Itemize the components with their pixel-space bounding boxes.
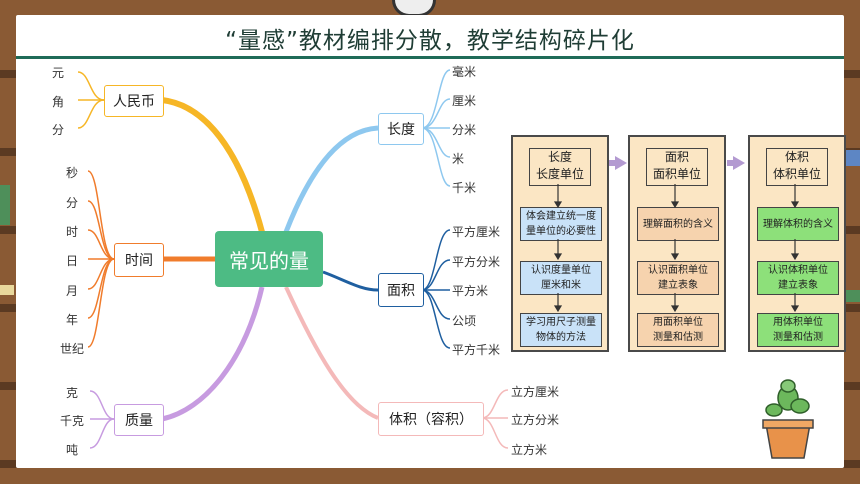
leaf-bracket-renminbi: [77, 71, 105, 129]
flow-head-line: 体积: [784, 150, 809, 164]
leaf-item: 秒: [66, 166, 79, 180]
flow-step: 理解面积的含义: [637, 207, 719, 241]
flow-head-line: 长度单位: [535, 167, 584, 181]
flow-head-line: 面积: [664, 150, 689, 164]
potted-plant-icon: [762, 379, 814, 459]
branch-node-volume: 体积（容积）: [378, 402, 484, 436]
flow-step: 用面积单位测量和估测: [637, 313, 719, 347]
branch-node-renminbi: 人民币: [104, 85, 164, 117]
leaf-item: 米: [452, 152, 465, 166]
flow-step: 认识体积单位建立表象: [757, 261, 839, 295]
page-title: “量感”教材编排分散，教学结构碎片化: [225, 27, 635, 54]
leaf-item: 立方厘米: [511, 385, 560, 399]
flow-head-line: 体积单位: [772, 167, 821, 181]
leaf-bracket-area: [421, 229, 451, 349]
flow-column-volume: 体积 体积单位 理解体积的含义 认识体积单位建立表象 用体积单位测量和估测: [748, 135, 846, 352]
leaf-item: 吨: [66, 443, 79, 457]
leaf-item: 年: [66, 313, 79, 327]
leaf-item: 分米: [452, 123, 477, 137]
leaf-item: 平方米: [452, 284, 489, 298]
flow-head-line: 长度: [547, 150, 572, 164]
flow-arrow-2-head: [733, 156, 745, 170]
leaf-item: 元: [52, 66, 65, 80]
connector-renminbi: [161, 97, 265, 233]
branch-node-mass: 质量: [114, 404, 164, 436]
leaf-item: 公顷: [452, 314, 477, 328]
branch-node-time: 时间: [114, 243, 164, 277]
leaf-item: 立方分米: [511, 413, 560, 427]
leaf-item: 分: [66, 196, 79, 210]
flow-column-length: 长度 长度单位 体会建立统一度量单位的必要性 认识度量单位厘米和米 学习用尺子测…: [511, 135, 609, 352]
flow-arrow-2: [727, 160, 735, 166]
leaf-item: 平方千米: [452, 343, 501, 357]
flow-step: 理解体积的含义: [757, 207, 839, 241]
leaf-item: 千米: [452, 181, 477, 195]
leaf-item: 月: [66, 284, 79, 298]
title-bar: “量感”教材编排分散，教学结构碎片化: [16, 15, 844, 60]
branch-node-length: 长度: [378, 113, 424, 145]
leaf-bracket-mass: [89, 390, 115, 449]
title-underline: [16, 56, 844, 59]
flow-step: 用体积单位测量和估测: [757, 313, 839, 347]
leaf-item: 毫米: [452, 65, 477, 79]
leaf-item: 克: [66, 386, 79, 400]
leaf-item: 平方厘米: [452, 225, 501, 239]
flow-column-head: 面积 面积单位: [646, 148, 708, 186]
flow-step: 认识度量单位厘米和米: [520, 261, 602, 295]
book-decoration: [0, 285, 14, 295]
leaf-item: 分: [52, 123, 65, 137]
book-decoration: [0, 185, 10, 225]
flow-step: 学习用尺子测量物体的方法: [520, 313, 602, 347]
leaf-item: 时: [66, 225, 79, 239]
flow-arrow-1: [609, 160, 617, 166]
leaf-item: 厘米: [452, 94, 477, 108]
flow-step: 认识面积单位建立表象: [637, 261, 719, 295]
flow-step: 体会建立统一度量单位的必要性: [520, 207, 602, 241]
center-node: 常见的量: [215, 231, 323, 287]
flow-column-head: 体积 体积单位: [766, 148, 828, 186]
flow-column-head: 长度 长度单位: [529, 148, 591, 186]
connector-volume: [284, 286, 379, 420]
connector-mass: [161, 286, 265, 422]
flow-arrow-1-head: [615, 156, 627, 170]
connector-length: [283, 125, 379, 233]
flow-column-area: 面积 面积单位 理解面积的含义 认识面积单位建立表象 用面积单位测量和估测: [628, 135, 726, 352]
leaf-bracket-time: [87, 170, 115, 348]
book-decoration: [846, 290, 860, 302]
leaf-item: 世纪: [60, 342, 85, 356]
leaf-bracket-volume: [481, 389, 509, 449]
leaf-item: 平方分米: [452, 255, 501, 269]
leaf-item: 立方米: [511, 443, 548, 457]
leaf-bracket-length: [421, 69, 451, 187]
branch-node-area: 面积: [378, 273, 424, 307]
book-decoration: [846, 150, 860, 166]
flow-head-line: 面积单位: [652, 167, 701, 181]
leaf-item: 日: [66, 254, 79, 268]
connector-area: [322, 270, 379, 292]
leaf-item: 角: [52, 95, 65, 109]
leaf-item: 千克: [60, 414, 85, 428]
